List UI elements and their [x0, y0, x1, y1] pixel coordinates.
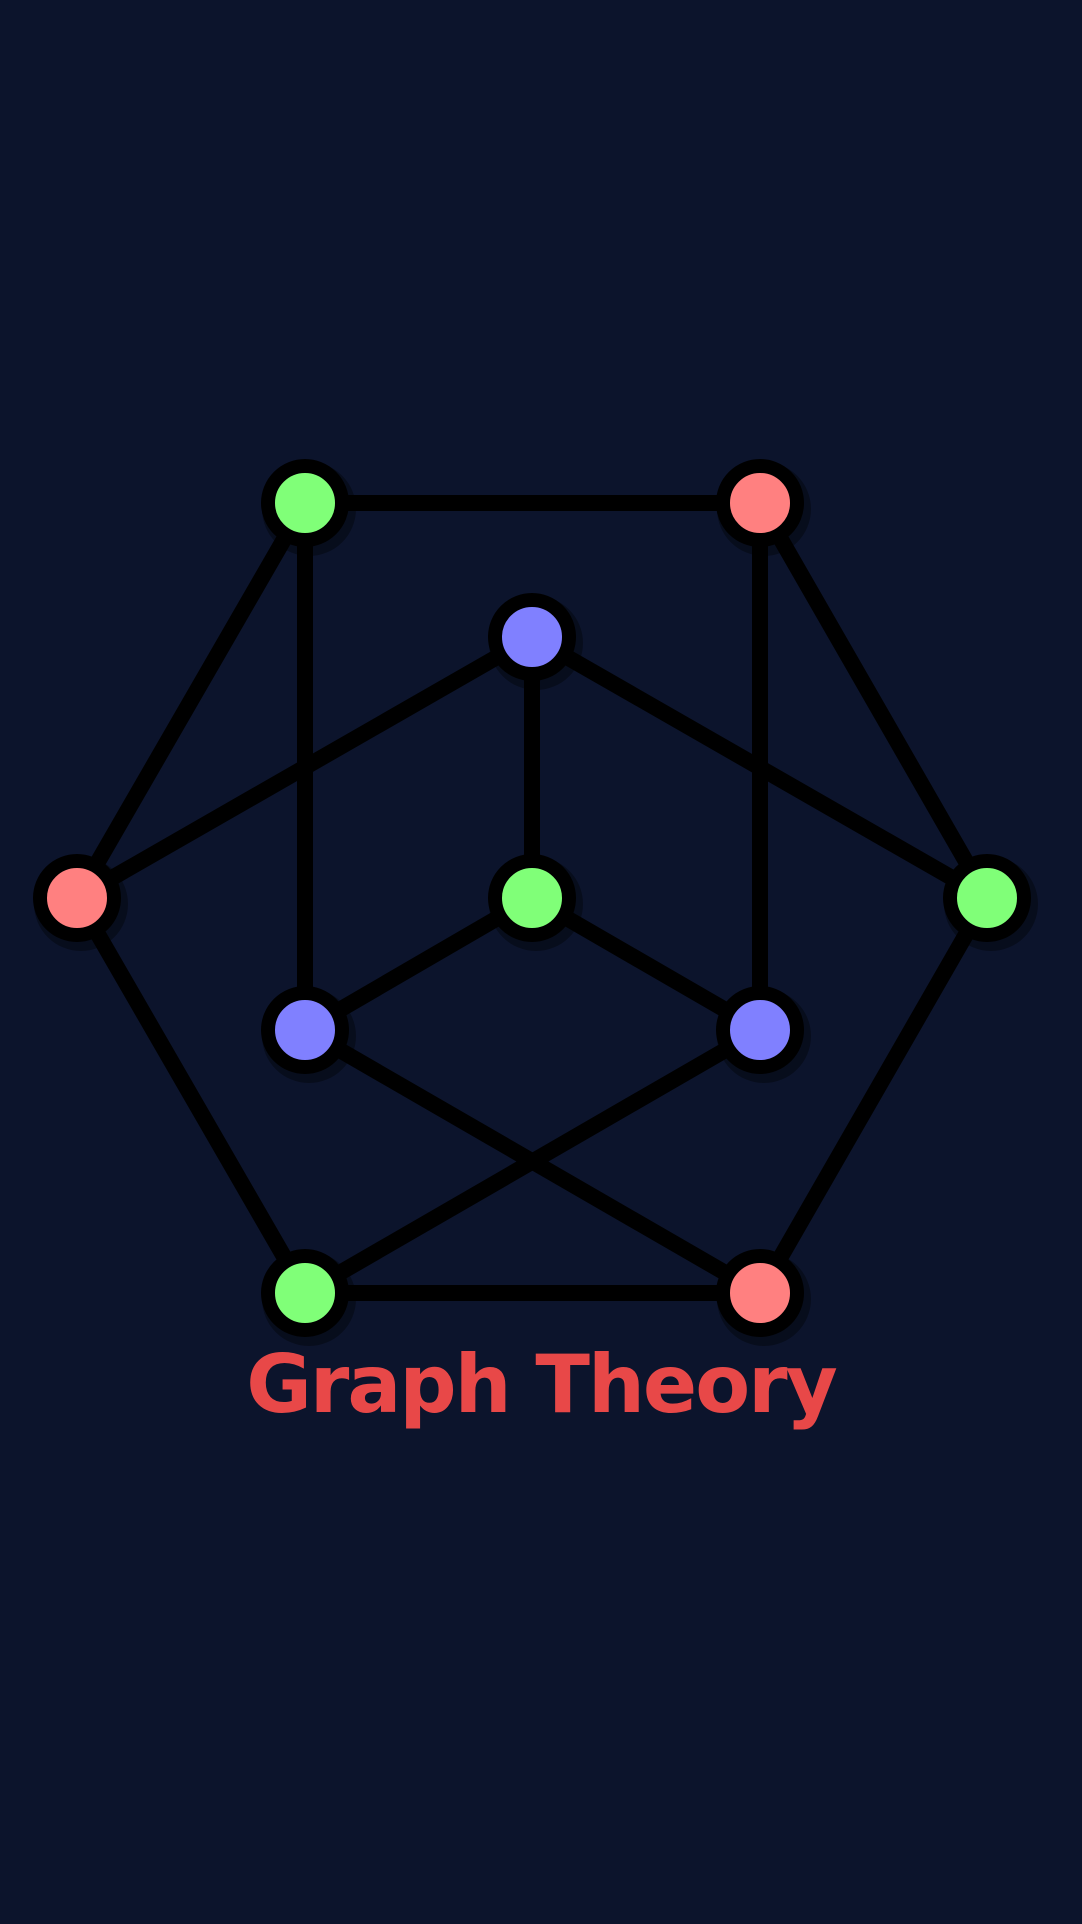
edge-n5-n10	[752, 890, 995, 1301]
diagram-title: Graph Theory	[246, 1338, 838, 1431]
edge-n1-n4	[69, 495, 313, 906]
edge-n2-n5	[752, 495, 995, 906]
edge-n3-n5	[524, 629, 995, 906]
node-n1	[261, 459, 349, 547]
edge-n3-n4	[69, 629, 540, 906]
nodes-layer	[33, 459, 1038, 1346]
node-n2	[716, 459, 804, 547]
node-n3	[488, 593, 576, 681]
node-n6	[488, 854, 576, 942]
node-n5	[943, 854, 1031, 942]
node-n7	[261, 986, 349, 1074]
edge-n4-n9	[69, 890, 313, 1301]
node-n9	[261, 1249, 349, 1337]
node-n10	[716, 1249, 804, 1337]
node-n8	[716, 986, 804, 1074]
edge-n8-n9	[297, 1022, 768, 1301]
node-n4	[33, 854, 121, 942]
